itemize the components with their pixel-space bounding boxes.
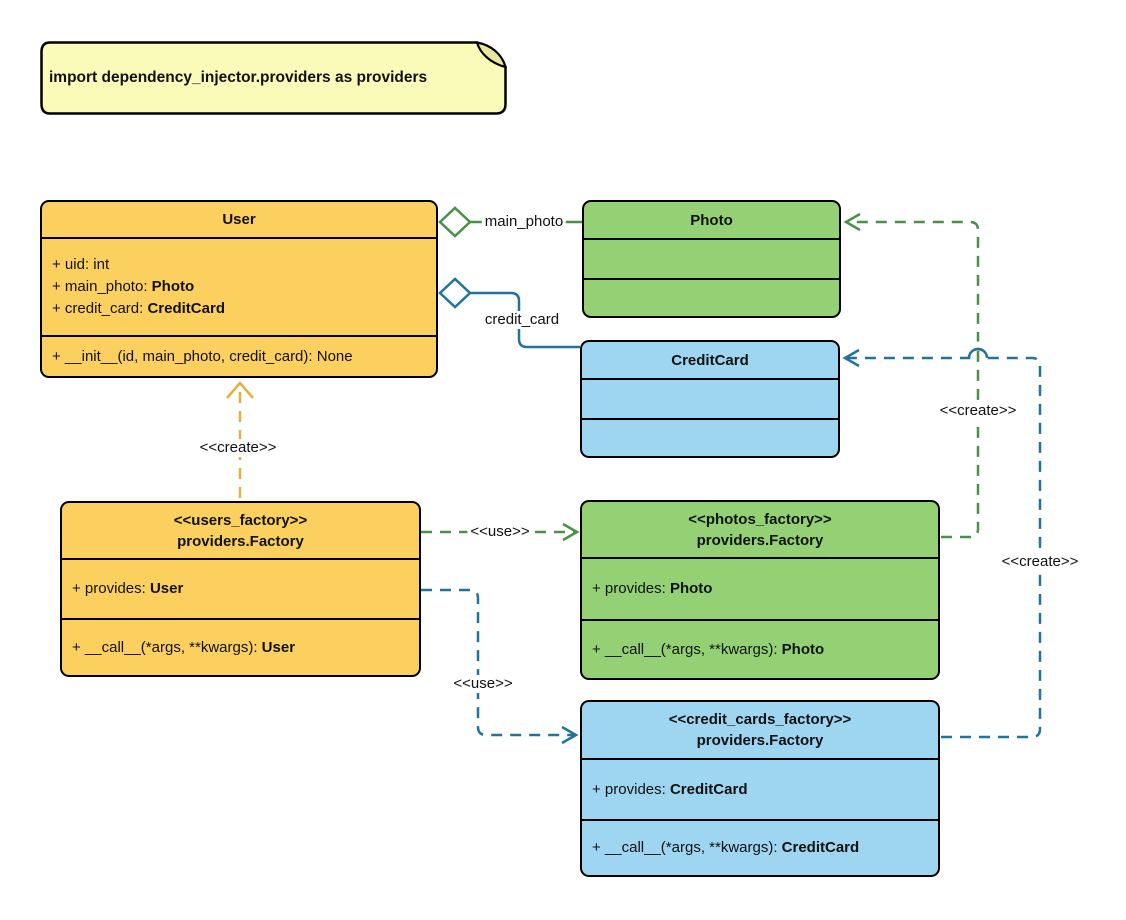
class-user-attributes-section: + uid: int + main_photo: Photo + credit_…: [42, 237, 436, 335]
note-text: import dependency_injector.providers as …: [49, 69, 428, 86]
class-users-factory-title-section: <<users_factory>> providers.Factory: [62, 503, 419, 558]
class-user-title-section: User: [42, 202, 436, 237]
attribute-text: + provides:: [592, 580, 670, 597]
edge-label-credit-card: credit_card: [481, 311, 563, 329]
class-users-factory-methods-section: + __call__(*args, **kwargs): User: [62, 618, 419, 675]
edge-photo-create: [846, 220, 980, 539]
attribute-row: + credit_card: CreditCard: [42, 298, 436, 320]
class-photo: Photo: [582, 200, 841, 318]
class-photos-factory-methods-section: + __call__(*args, **kwargs): Photo: [582, 619, 938, 678]
attribute-type: User: [149, 580, 184, 597]
class-title: Photo: [690, 211, 733, 229]
attribute-text: + uid: int: [52, 256, 110, 273]
method-row: + __call__(*args, **kwargs): User: [62, 637, 419, 659]
arrowhead-credit-card-create: [842, 348, 860, 368]
attribute-type: Photo: [151, 278, 195, 295]
class-credit-cards-factory: <<credit_cards_factory>> providers.Facto…: [580, 700, 940, 877]
method-row: + __call__(*args, **kwargs): CreditCard: [582, 837, 938, 859]
note-fold-corner-icon: [475, 41, 507, 69]
aggregation-diamond-main-photo: [438, 206, 472, 238]
attribute-row: + provides: CreditCard: [582, 779, 938, 801]
class-creditcard: CreditCard: [580, 340, 840, 458]
class-user-methods-section: + __init__(id, main_photo, credit_card):…: [42, 335, 436, 376]
class-photos-factory-attributes-section: + provides: Photo: [582, 557, 938, 619]
note-shape: [40, 41, 507, 115]
attribute-text: + credit_card:: [52, 300, 148, 317]
class-users-factory-attributes-section: + provides: User: [62, 558, 419, 618]
method-type: User: [261, 638, 296, 656]
attribute-type: CreditCard: [147, 300, 225, 317]
class-title: providers.Factory: [696, 531, 824, 549]
method-type: Photo: [781, 640, 825, 658]
class-title: providers.Factory: [696, 732, 824, 749]
class-stereotype: <<users_factory>>: [173, 511, 308, 529]
method-row: + __init__(id, main_photo, credit_card):…: [42, 346, 436, 368]
class-credit-cards-factory-title-section: <<credit_cards_factory>> providers.Facto…: [582, 702, 938, 758]
class-creditcard-title-section: CreditCard: [582, 342, 838, 378]
method-text: + __init__(id, main_photo, credit_card):…: [52, 347, 353, 365]
class-photo-methods-section: [584, 278, 839, 316]
attribute-row: + main_photo: Photo: [42, 276, 436, 298]
class-users-factory: <<users_factory>> providers.Factory + pr…: [60, 501, 421, 677]
arrowhead-photo-create: [843, 212, 861, 232]
attribute-row: + provides: Photo: [582, 578, 938, 600]
class-stereotype: <<photos_factory>>: [688, 510, 832, 528]
class-photos-factory-title-section: <<photos_factory>> providers.Factory: [582, 502, 938, 557]
note-sticky: import dependency_injector.providers as …: [40, 41, 507, 115]
edge-label-photos-use: <<use>>: [467, 523, 533, 541]
class-stereotype: <<credit_cards_factory>>: [668, 711, 852, 728]
edge-label-credit-cards-use: <<use>>: [450, 675, 516, 693]
attribute-type: CreditCard: [669, 780, 748, 798]
method-text: + __call__(*args, **kwargs):: [72, 638, 262, 656]
class-title: User: [222, 211, 256, 228]
edge-label-main-photo: main_photo: [481, 213, 567, 231]
class-photo-title-section: Photo: [584, 202, 839, 238]
edge-label-user-create: <<create>>: [196, 439, 280, 457]
class-credit-cards-factory-methods-section: + __call__(*args, **kwargs): CreditCard: [582, 819, 938, 875]
attribute-text: + provides:: [72, 580, 150, 597]
arrowhead-credit-cards-use: [561, 725, 579, 745]
line-jump-arc: [967, 347, 989, 359]
arrowhead-user-create: [226, 381, 254, 399]
method-text: + __call__(*args, **kwargs):: [592, 839, 782, 856]
attribute-type: Photo: [669, 580, 713, 597]
method-type: CreditCard: [781, 839, 860, 856]
line-jump-halo: [961, 341, 995, 359]
edge-label-credit-card-create: <<create>>: [998, 553, 1082, 571]
class-photos-factory: <<photos_factory>> providers.Factory + p…: [580, 500, 940, 680]
class-user: User + uid: int + main_photo: Photo + cr…: [40, 200, 438, 378]
method-text: + __call__(*args, **kwargs):: [592, 640, 782, 658]
class-photo-attributes-section: [584, 238, 839, 278]
class-creditcard-attributes-section: [582, 378, 838, 418]
class-credit-cards-factory-attributes-section: + provides: CreditCard: [582, 758, 938, 819]
class-title: CreditCard: [671, 351, 749, 369]
class-title: providers.Factory: [177, 532, 304, 550]
attribute-text: + main_photo:: [52, 278, 152, 295]
edge-label-photo-create: <<create>>: [936, 402, 1020, 420]
aggregation-diamond-credit-card: [438, 277, 472, 309]
attribute-text: + provides:: [592, 780, 670, 798]
class-creditcard-methods-section: [582, 418, 838, 456]
attribute-row: + uid: int: [42, 254, 436, 276]
arrowhead-photos-use: [562, 522, 580, 542]
edge-credit-cards-use: [421, 588, 576, 737]
method-row: + __call__(*args, **kwargs): Photo: [582, 639, 938, 661]
attribute-row: + provides: User: [62, 578, 419, 600]
